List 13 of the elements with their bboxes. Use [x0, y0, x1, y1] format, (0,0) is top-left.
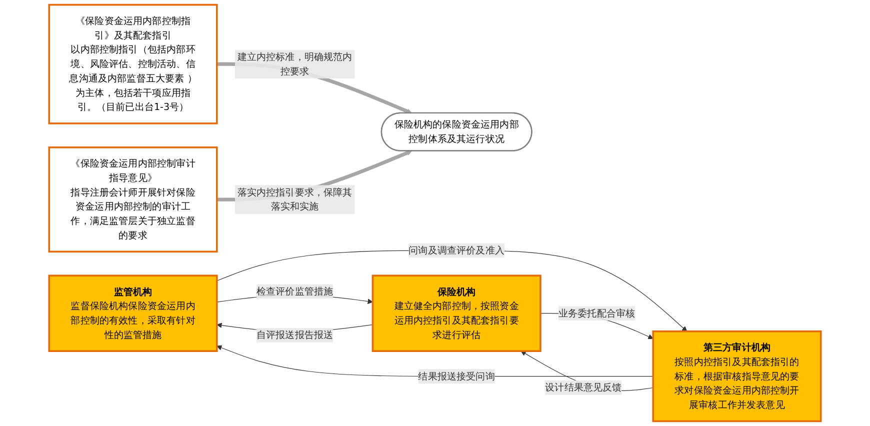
node-box: 监管机构 监督保险机构保险资金运用内部控制的有效性，采取有针对性的监管措施	[48, 274, 218, 352]
edge-label: 建立内控标准，明确规范内控要求	[237, 50, 352, 77]
edge-label: 结果报送接受问询	[418, 370, 495, 382]
edge-label: 检查评价监管措施	[256, 286, 334, 297]
node-box: 《保险资金运用内部控制指引》及其配套指引 以内部控制指引（包括内部环境、风险评估、控制活动、信息沟通及内部监督五大要素 ）为主体，包括若干项应用指引。（目前已出台1-3号）	[48, 4, 218, 124]
edge-label: 设计结果意见反馈	[545, 382, 622, 394]
edge-label: 落实内控指引要求，保障其落实和实施	[237, 186, 352, 212]
edge-label: 业务委托配合审核	[558, 307, 636, 319]
edge-label: 问询及调查评价及准入	[408, 244, 504, 256]
node-box: 保险机构 建立健全内部控制，按照资金运用内控指引及其配套指引要求进行评估	[372, 274, 542, 352]
edge-label: 自评报送报告报送	[256, 329, 334, 341]
node-box: 《保险资金运用内部控制审计指导意见》 指导注册会计师开展针对保险资金运用内部控制的审计工作，满足监管层关于独立监督的要求	[48, 146, 218, 253]
node-box: 第三方审计机构 按照内控指引及其配套指引的标准，根据审核指导意见的要求对保险资金运用内部控制开展审核工作并发表意见	[652, 330, 822, 422]
